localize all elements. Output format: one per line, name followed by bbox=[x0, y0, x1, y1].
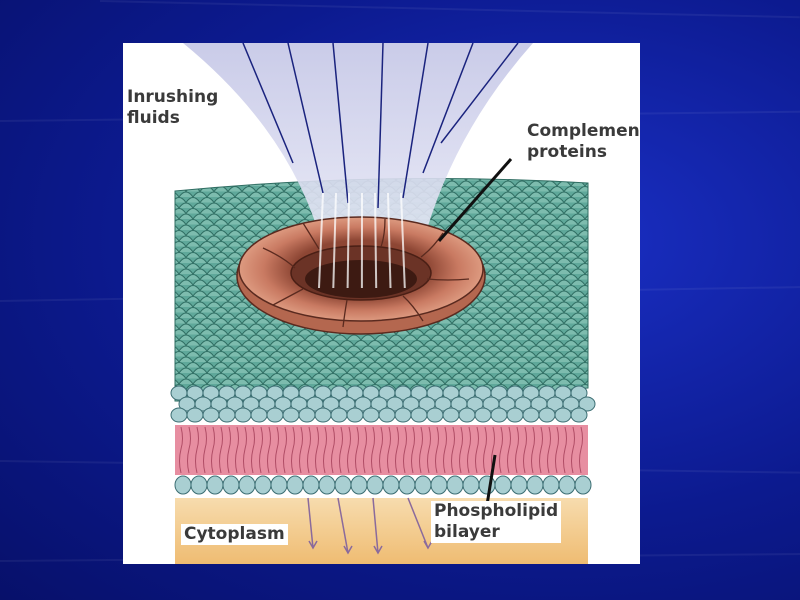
complement-proteins-label: Complement proteins bbox=[527, 121, 640, 162]
fluid-stream bbox=[183, 43, 533, 248]
membrane-attack-complex-figure: Inrushing fluids Complement proteins Cyt… bbox=[123, 43, 640, 564]
inrushing-fluids-label: Inrushing fluids bbox=[127, 87, 219, 128]
cytoplasm-flow-arrows bbox=[307, 497, 433, 555]
complement-leader-line bbox=[437, 158, 513, 242]
phospholipid-bilayer-label: Phospholipid bilayer bbox=[431, 501, 562, 543]
lipid-heads-outer bbox=[170, 385, 596, 423]
cytoplasm-label: Cytoplasm bbox=[181, 524, 288, 545]
background-streak bbox=[99, 0, 800, 19]
illustration bbox=[170, 43, 596, 564]
fluid-flow-lines bbox=[242, 43, 519, 209]
lipid-heads-inner bbox=[174, 475, 592, 495]
lipid-tail-lines bbox=[179, 426, 583, 474]
bilayer-leader-line bbox=[485, 454, 497, 506]
fluid-into-pore-lines bbox=[318, 192, 406, 289]
